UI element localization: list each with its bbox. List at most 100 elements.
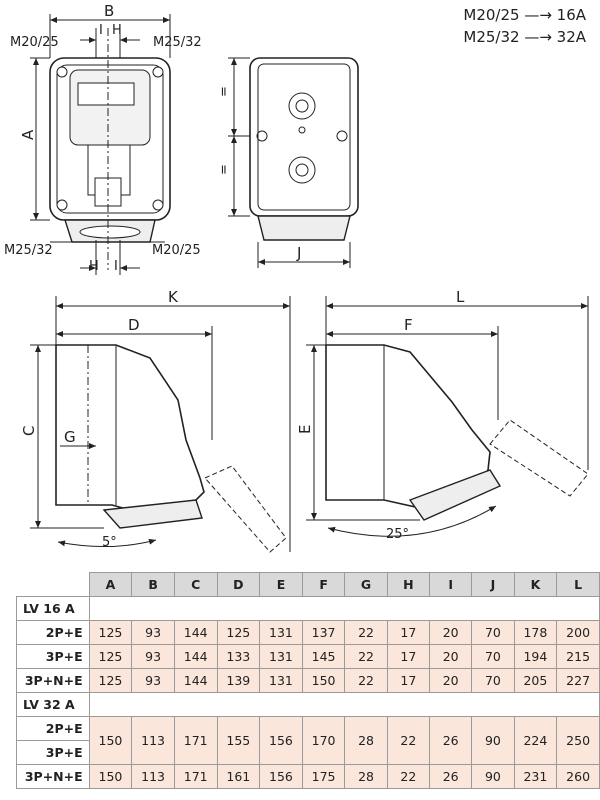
- legend-line-2: M25/32 —→ 32A: [463, 28, 586, 46]
- label-E: E: [296, 425, 314, 434]
- table-row: 3P+E 125 93 144 133 131 145 22 17 20 70 …: [16, 644, 600, 669]
- table-cell: 139: [216, 668, 261, 693]
- label-K: K: [168, 288, 179, 306]
- table-cell: 70: [471, 668, 515, 693]
- side-view-right: [306, 296, 589, 537]
- table-cell: 137: [301, 620, 346, 645]
- legend-line-1: M20/25 —→ 16A: [463, 6, 586, 24]
- side-view-left: [30, 296, 291, 553]
- table-cell: 224: [513, 716, 558, 765]
- group-spacer: [88, 596, 600, 621]
- table-cell: 231: [513, 764, 558, 789]
- table-cell: 17: [386, 644, 431, 669]
- row-label: 3P+E: [16, 644, 90, 669]
- header-blank: [16, 572, 90, 597]
- table-cell: 125: [88, 620, 133, 645]
- label-H-bot: H: [89, 259, 99, 274]
- table-cell: 22: [344, 620, 388, 645]
- table-cell: 70: [471, 644, 515, 669]
- table-cell: 227: [556, 668, 600, 693]
- row-label: 2P+E: [16, 620, 90, 645]
- table-cell: 113: [131, 716, 175, 765]
- table-row: 2P+E 150 113 171 155 156 170 28 22 26 90…: [16, 716, 600, 765]
- table-row: 3P+N+E 150 113 171 161 156 175 28 22 26 …: [16, 764, 600, 789]
- table-cell: 178: [513, 620, 558, 645]
- drawing-svg: B M20/25 M25/32 I H A M25/32 M20/25 H I …: [4, 2, 589, 553]
- label-J: J: [296, 244, 301, 262]
- header-cell: J: [471, 572, 515, 597]
- table-cell: 144: [173, 620, 218, 645]
- table-cell: 22: [386, 716, 431, 765]
- table-cell: 90: [471, 764, 515, 789]
- table-cell: 131: [259, 668, 303, 693]
- table-cell: 28: [344, 716, 388, 765]
- header-row: A B C D E F G H I J K L: [16, 572, 600, 597]
- table-cell: 260: [556, 764, 600, 789]
- table-cell: 22: [386, 764, 431, 789]
- table-cell: 171: [173, 716, 218, 765]
- table-cell: 17: [386, 620, 431, 645]
- header-cell: G: [344, 572, 388, 597]
- table-cell: 93: [131, 644, 175, 669]
- label-eq2: =: [217, 164, 232, 175]
- table-cell: 20: [428, 620, 473, 645]
- table-cell: 90: [471, 716, 515, 765]
- label-m2532-top: M25/32: [153, 35, 202, 50]
- table-row: 3P+N+E 125 93 144 139 131 150 22 17 20 7…: [16, 668, 600, 693]
- table-cell: 17: [386, 668, 431, 693]
- table-cell: 156: [259, 764, 303, 789]
- label-I-bot: I: [114, 259, 118, 274]
- label-eq1: =: [217, 86, 232, 97]
- table-cell: 144: [173, 668, 218, 693]
- header-cell: B: [131, 572, 175, 597]
- group-label: LV 16 A: [16, 596, 90, 621]
- header-cell: L: [556, 572, 600, 597]
- label-B: B: [104, 2, 114, 20]
- table-cell: 20: [428, 644, 473, 669]
- back-view: [228, 57, 359, 268]
- table-row: 2P+E 125 93 144 125 131 137 22 17 20 70 …: [16, 620, 600, 645]
- header-cell: H: [386, 572, 431, 597]
- technical-drawing: B M20/25 M25/32 I H A M25/32 M20/25 H I …: [4, 2, 589, 553]
- label-angle25: 25°: [386, 527, 409, 542]
- table-cell: 200: [556, 620, 600, 645]
- table-cell: 194: [513, 644, 558, 669]
- group-label: LV 32 A: [16, 692, 90, 717]
- table-cell: 93: [131, 668, 175, 693]
- table-cell: 125: [88, 668, 133, 693]
- label-angle5: 5°: [102, 535, 117, 550]
- table-cell: 131: [259, 644, 303, 669]
- row-label: 3P+N+E: [16, 764, 90, 789]
- table-cell: 150: [88, 764, 133, 789]
- label-m2025-top: M20/25: [10, 35, 59, 50]
- header-cell: D: [216, 572, 261, 597]
- table-cell: 26: [428, 716, 473, 765]
- header-cell: A: [88, 572, 133, 597]
- table-cell: 113: [131, 764, 175, 789]
- label-C: C: [20, 426, 38, 436]
- header-cell: I: [428, 572, 473, 597]
- table-cell: 175: [301, 764, 346, 789]
- table-cell: 26: [428, 764, 473, 789]
- label-G: G: [64, 428, 76, 446]
- table-cell: 125: [88, 644, 133, 669]
- group-spacer: [88, 692, 600, 717]
- group-row-32a: LV 32 A: [16, 692, 600, 717]
- table-cell: 156: [259, 716, 303, 765]
- table-cell: 93: [131, 620, 175, 645]
- label-I-top: I: [99, 23, 103, 38]
- table-cell: 70: [471, 620, 515, 645]
- row-label: 2P+E: [16, 716, 90, 741]
- label-m2025-bot: M20/25: [152, 243, 201, 258]
- row-label: 3P+E: [16, 740, 90, 765]
- thread-legend: M20/25 —→ 16A M25/32 —→ 32A: [463, 4, 586, 48]
- table-cell: 145: [301, 644, 346, 669]
- table-cell: 150: [88, 716, 133, 765]
- label-H-top: H: [112, 23, 122, 38]
- table-cell: 131: [259, 620, 303, 645]
- header-cell: K: [513, 572, 558, 597]
- table-cell: 125: [216, 620, 261, 645]
- label-D: D: [128, 316, 140, 334]
- table-cell: 155: [216, 716, 261, 765]
- group-row-16a: LV 16 A: [16, 596, 600, 621]
